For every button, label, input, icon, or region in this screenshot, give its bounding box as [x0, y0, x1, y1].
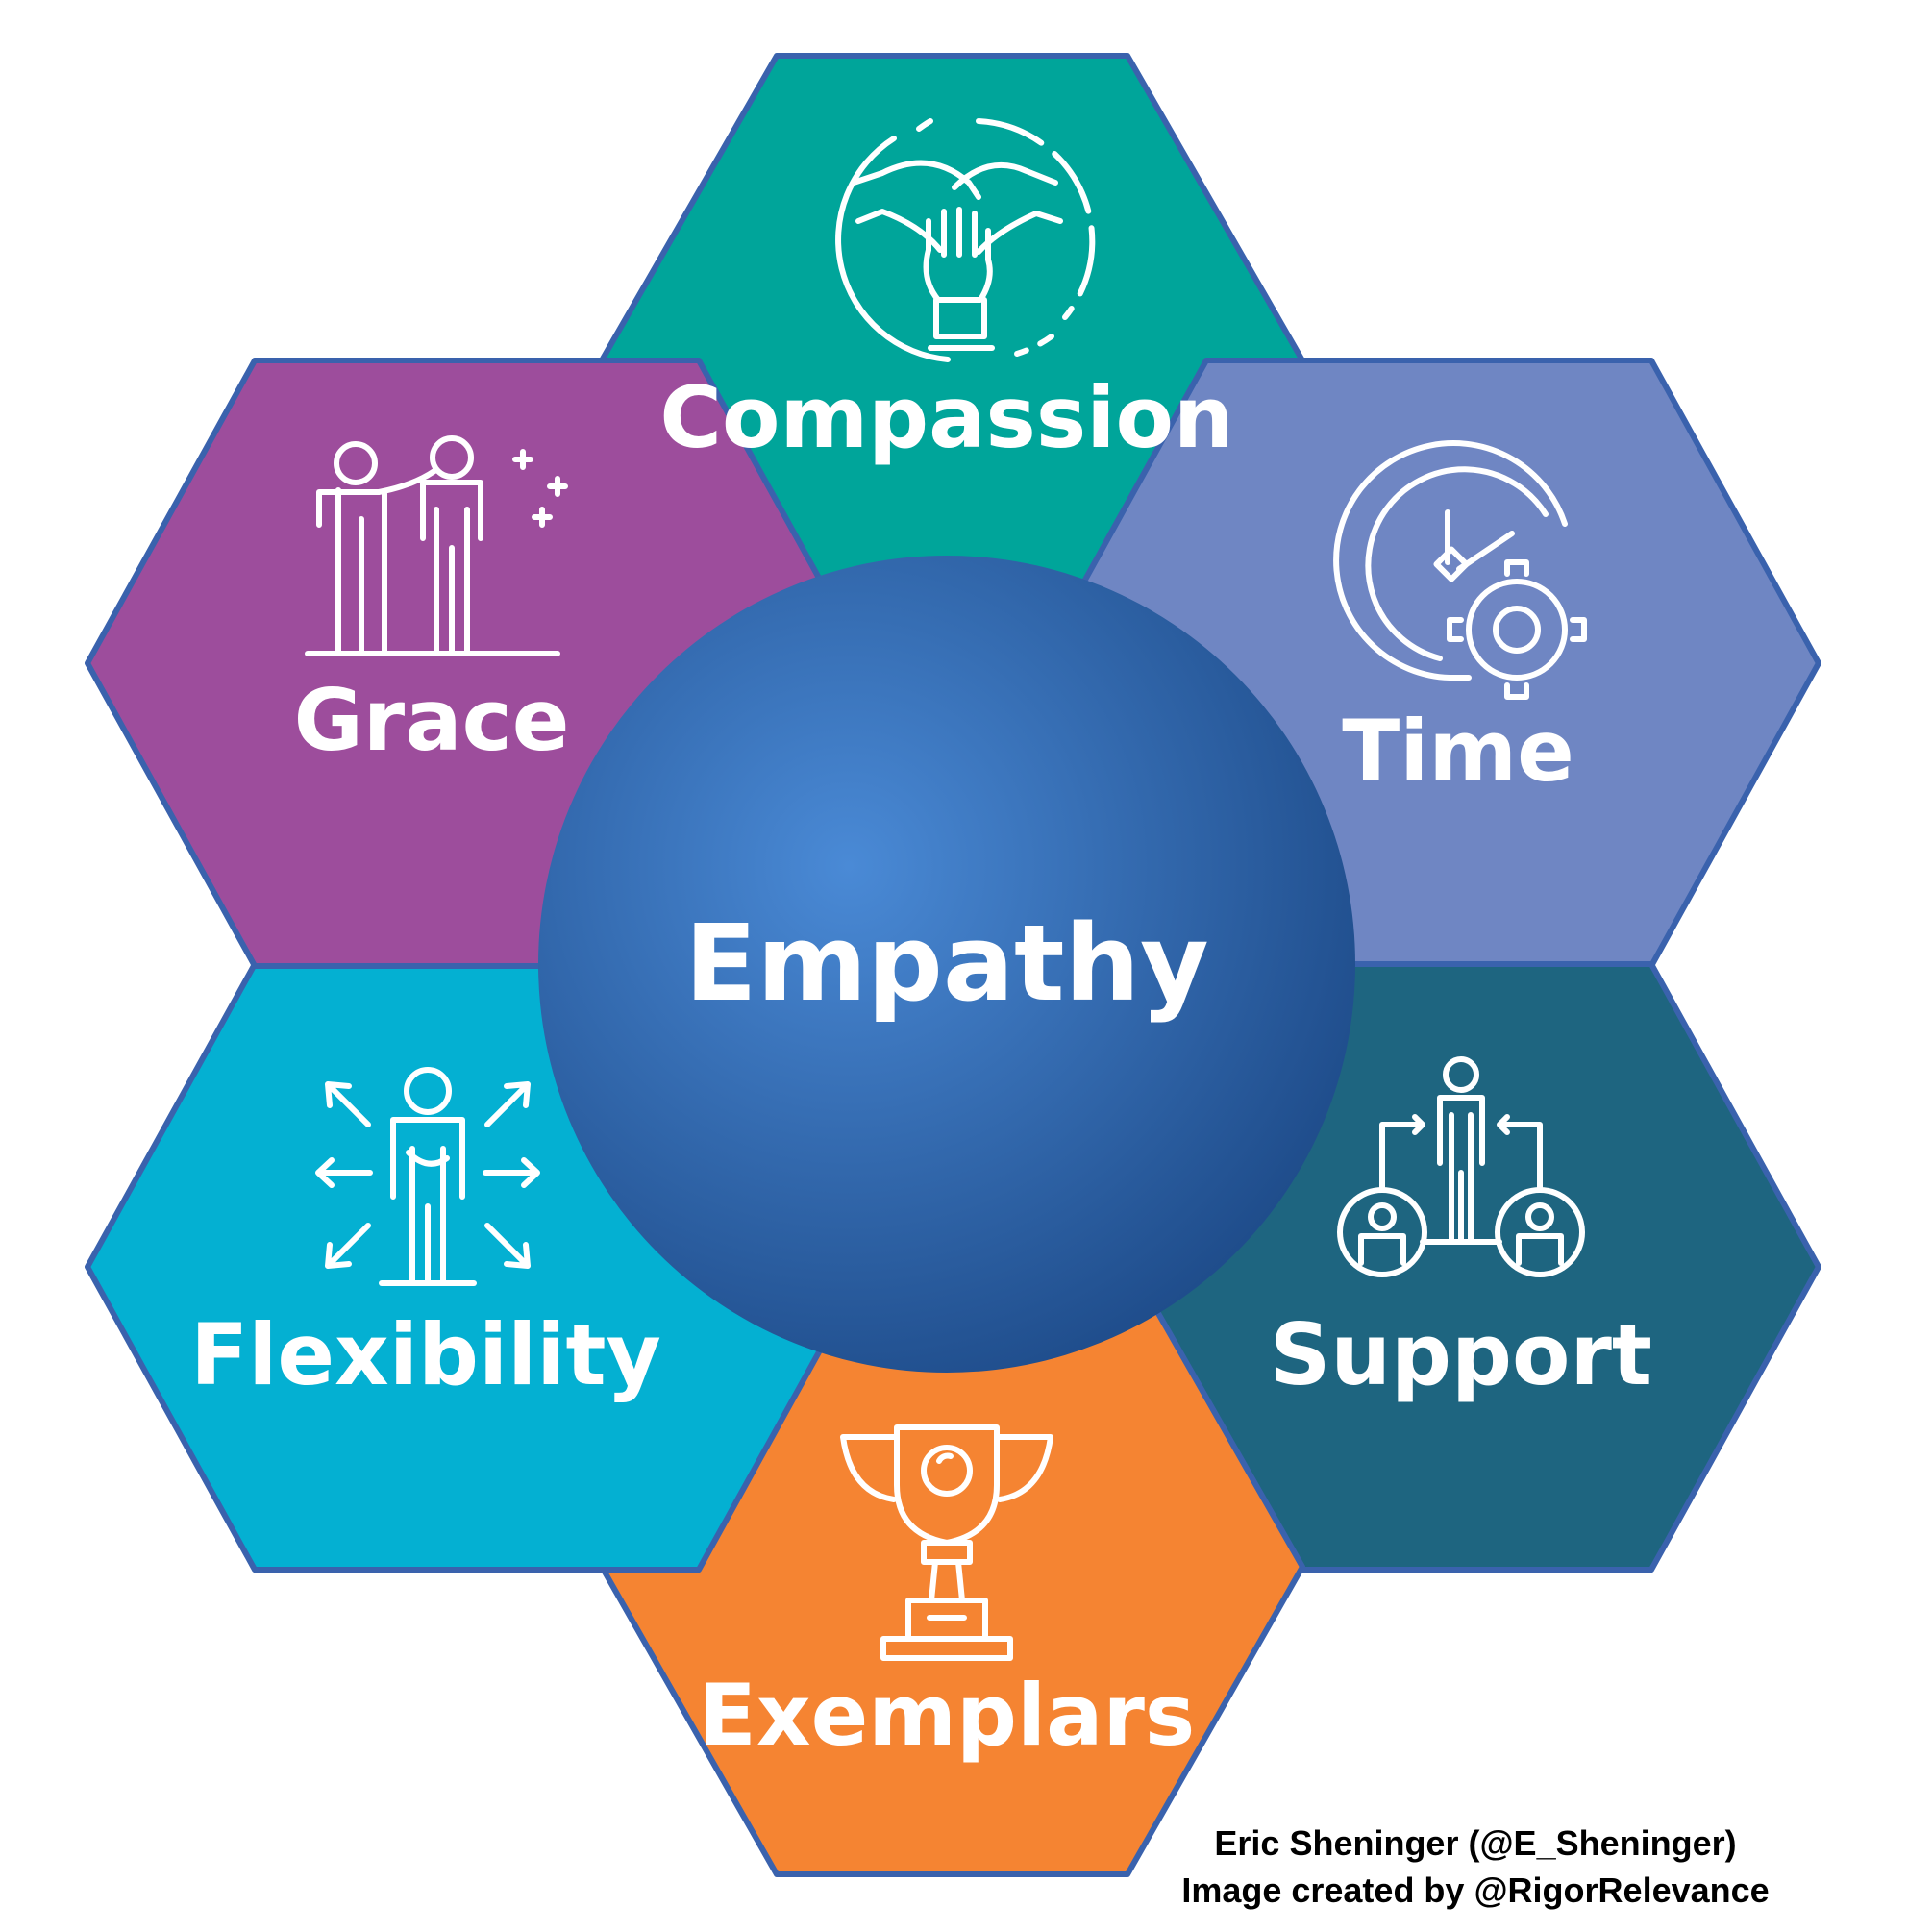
people-network-icon: [1337, 1056, 1585, 1277]
hands-together-icon: [835, 118, 1096, 362]
center-circle: [538, 556, 1355, 1373]
grace-label: Grace: [294, 671, 570, 770]
time-label: Time: [1342, 702, 1574, 801]
trophy-icon: [840, 1424, 1053, 1661]
center-label: Empathy: [684, 902, 1208, 1025]
mentor-people-icon: [305, 435, 568, 656]
clock-gear-icon: [1333, 440, 1587, 700]
person-arrows-icon: [315, 1067, 540, 1286]
exemplars-label: Exemplars: [699, 1666, 1196, 1765]
flexibility-label: Flexibility: [190, 1305, 661, 1404]
support-label: Support: [1270, 1305, 1652, 1404]
credit-creator: Image created by @RigorRelevance: [1181, 1870, 1770, 1910]
credit-author: Eric Sheninger (@E_Sheninger): [1214, 1823, 1737, 1863]
compassion-label: Compassion: [659, 368, 1233, 467]
image-credits: Eric Sheninger (@E_Sheninger) Image crea…: [1081, 1820, 1870, 1914]
